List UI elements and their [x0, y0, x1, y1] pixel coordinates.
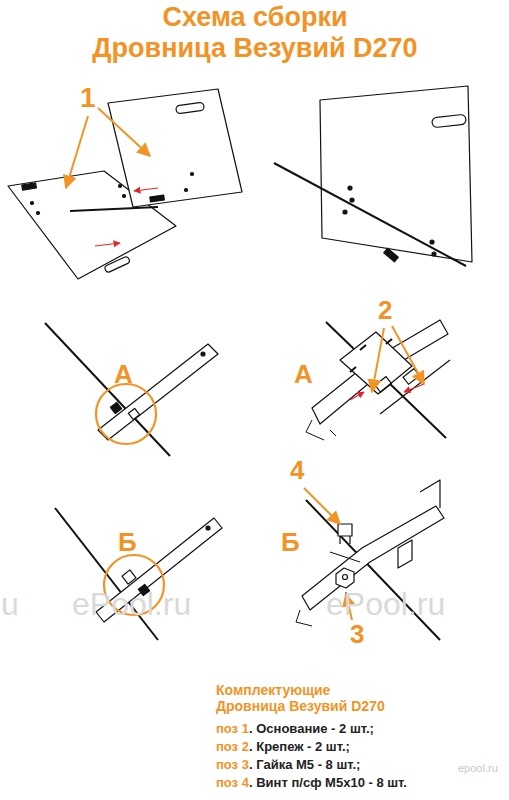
detail-letter: А — [294, 360, 313, 390]
part-position: поз 1 — [216, 722, 249, 737]
leader-lines — [66, 108, 424, 620]
part-position: поз 2 — [216, 740, 249, 755]
screw — [338, 524, 352, 544]
part-name: . Гайка М5 - 8 шт.; — [249, 758, 360, 773]
direction-arrow — [95, 243, 120, 246]
callout-number: 2 — [378, 296, 392, 326]
part-name: . Основание - 2 шт.; — [249, 722, 374, 737]
watermark: u — [1, 586, 19, 623]
part-name: . Крепеж - 2 шт.; — [249, 740, 350, 755]
part-position: поз 3 — [216, 758, 249, 773]
watermark: epool.ru — [458, 762, 498, 775]
callout-number: 4 — [290, 456, 304, 486]
callout-number: 1 — [80, 82, 96, 114]
assembled-stand — [274, 86, 472, 266]
watermark: ePool.ru — [326, 586, 445, 623]
nut — [336, 568, 354, 588]
base-plate-upright — [108, 89, 242, 207]
page-title: Схема сборки Дровница Везувий D270 — [92, 2, 418, 64]
watermark: ePool.ru — [72, 586, 191, 623]
detail-letter: А — [114, 360, 133, 390]
part-position: поз 4 — [216, 776, 249, 791]
detail-letter: Б — [118, 528, 137, 558]
part-name: . Винт п/сф М5х10 - 8 шт. — [249, 776, 407, 791]
parts-heading: Комплектующие Дровница Везувий D270 — [216, 682, 402, 714]
callout-number: 3 — [350, 620, 364, 650]
detail-b-overview — [55, 508, 222, 640]
detail-a-overview — [45, 323, 218, 456]
detail-letter: Б — [281, 528, 300, 558]
direction-arrow — [134, 188, 158, 191]
detail-a-closeup — [306, 320, 450, 440]
